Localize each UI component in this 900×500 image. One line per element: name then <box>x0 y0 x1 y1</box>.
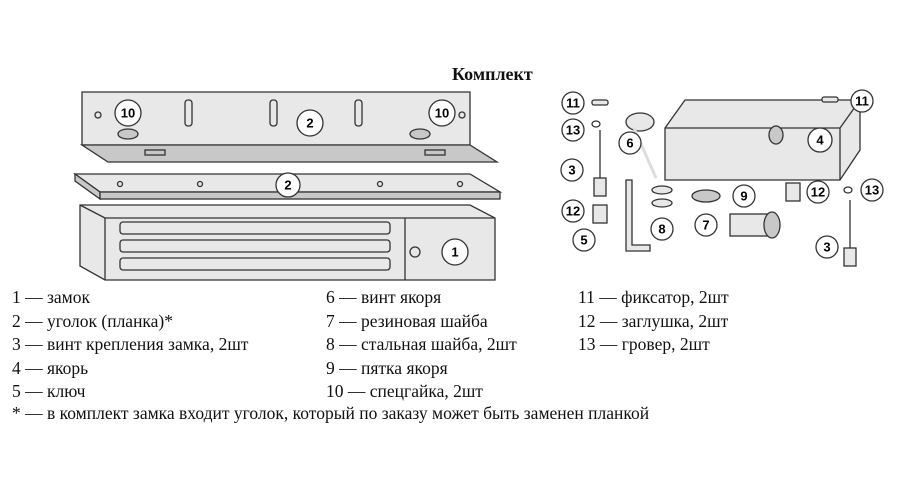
legend-item: 5 — ключ <box>12 381 86 402</box>
legend-item: 9 — пятка якоря <box>326 357 448 378</box>
lock-body <box>79 204 496 281</box>
pins <box>591 96 839 106</box>
hex-key <box>625 179 651 252</box>
lock-screw-right <box>843 200 857 267</box>
legend-column-1: 1 — замок 2 — уголок (планка)* 3 — винт … <box>12 286 248 404</box>
anchor-heel <box>729 211 781 239</box>
svg-text:11: 11 <box>566 96 580 111</box>
svg-text:10: 10 <box>121 106 135 121</box>
callout-11-left: 11 <box>561 91 585 115</box>
svg-text:5: 5 <box>580 233 587 248</box>
svg-text:9: 9 <box>740 189 747 204</box>
legend-item: 13 — гровер, 2шт <box>578 334 710 355</box>
legend-item: 11 — фиксатор, 2шт <box>578 287 729 307</box>
legend-column-3: 11 — фиксатор, 2шт 12 — заглушка, 2шт 13… <box>578 286 729 357</box>
legend-item: 8 — стальная шайба, 2шт <box>326 334 517 355</box>
lock-screw-left <box>593 130 607 197</box>
svg-text:12: 12 <box>811 185 825 200</box>
svg-text:11: 11 <box>855 94 869 109</box>
legend-item: 4 — якорь <box>12 357 89 378</box>
callout-11-right: 11 <box>850 89 874 113</box>
angle-bracket <box>79 91 500 163</box>
callout-4: 4 <box>807 127 833 153</box>
callout-13-left: 13 <box>561 118 585 142</box>
callout-3-left: 3 <box>560 158 584 182</box>
callout-3-right: 3 <box>815 235 839 259</box>
svg-text:4: 4 <box>816 133 824 148</box>
legend-item: 7 — резиновая шайба <box>326 310 488 331</box>
callout-9: 9 <box>732 184 756 208</box>
callout-1: 1 <box>441 238 469 266</box>
legend-item: 12 — заглушка, 2шт <box>578 310 729 331</box>
svg-text:6: 6 <box>626 136 633 151</box>
washers <box>591 120 853 208</box>
legend-item: 3 — винт крепления замка, 2шт <box>12 334 249 355</box>
diagram-title: Комплект <box>452 64 533 84</box>
svg-text:3: 3 <box>568 163 575 178</box>
callout-10-right: 10 <box>428 99 456 127</box>
callout-12-right: 12 <box>806 180 830 204</box>
svg-text:13: 13 <box>865 183 879 198</box>
plugs <box>592 182 801 224</box>
svg-text:3: 3 <box>823 240 830 255</box>
legend-item: 1 — замок <box>12 287 91 307</box>
legend-item: 2 — уголок (планка)* <box>12 310 174 331</box>
callout-5: 5 <box>572 228 596 252</box>
svg-text:13: 13 <box>566 123 580 138</box>
svg-text:12: 12 <box>566 204 580 219</box>
legend-item: 6 — винт якоря <box>326 287 442 307</box>
svg-text:8: 8 <box>658 222 665 237</box>
callout-2-bracket: 2 <box>296 109 324 137</box>
callout-2-plate: 2 <box>275 172 301 198</box>
callout-6: 6 <box>618 131 642 155</box>
armature <box>664 99 861 181</box>
legend-column-2: 6 — винт якоря 7 — резиновая шайба 8 — с… <box>326 286 517 404</box>
callout-13-right: 13 <box>860 178 884 202</box>
callout-8: 8 <box>650 217 674 241</box>
svg-text:7: 7 <box>702 218 709 233</box>
callout-7: 7 <box>694 213 718 237</box>
svg-text:10: 10 <box>435 106 449 121</box>
svg-text:2: 2 <box>284 178 291 193</box>
svg-text:2: 2 <box>306 116 313 131</box>
svg-text:1: 1 <box>451 245 458 260</box>
callout-12-left: 12 <box>561 199 585 223</box>
kit-illustration: 1 2 2 3 3 4 5 6 7 8 9 10 10 11 11 12 12 … <box>72 89 884 281</box>
callout-10-left: 10 <box>114 99 142 127</box>
footnote: * — в комплект замка входит уголок, кото… <box>12 403 650 423</box>
legend-item: 10 — спецгайка, 2шт <box>326 381 483 402</box>
